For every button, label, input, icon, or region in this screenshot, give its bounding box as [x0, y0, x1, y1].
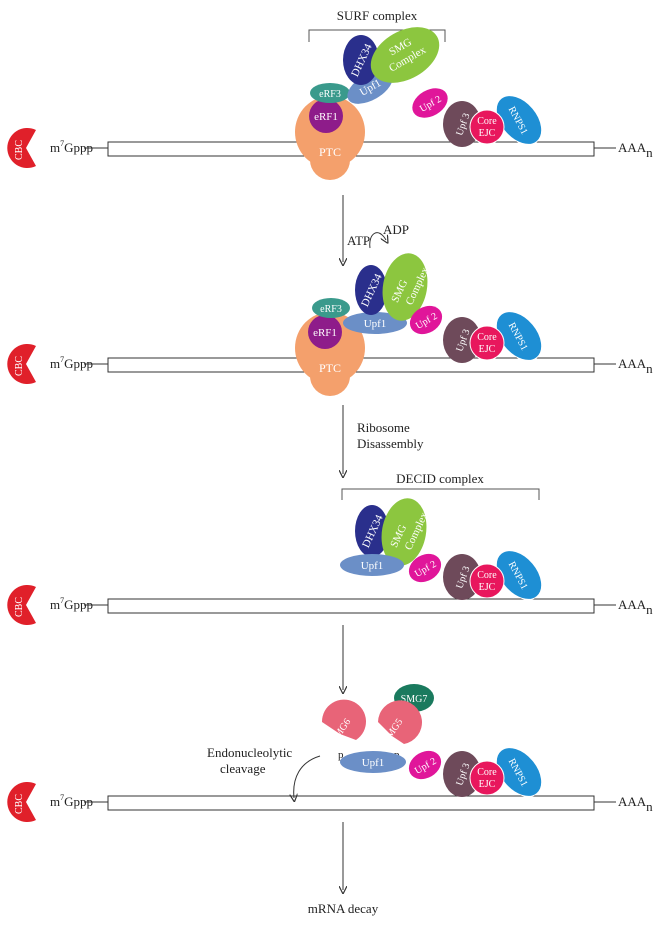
panel-1: SURF complex CBC m7Gppp AAAn PTC eRF1 eR… [7, 8, 653, 180]
svg-text:Upf1: Upf1 [362, 757, 385, 769]
phospho-p-smg6: p [338, 749, 344, 761]
svg-text:Upf1: Upf1 [361, 560, 384, 572]
atp-label: ATP [347, 233, 370, 248]
poly-a-label: AAAn [618, 597, 653, 617]
core-ejc: Core EJC [469, 109, 505, 145]
poly-a-label: AAAn [618, 356, 653, 376]
mgppp-label: m7Gppp [50, 793, 93, 809]
smg6: SMG6 [321, 699, 366, 745]
mrna-strand [107, 598, 595, 614]
svg-text:eRF3: eRF3 [320, 304, 342, 315]
endonucleolytic-label: Endonucleolytic [207, 745, 292, 760]
svg-text:Core: Core [477, 767, 497, 778]
upf2: Upf 2 [408, 750, 442, 780]
smg-complex: SMG Complex [382, 253, 432, 321]
erf3: eRF3 [310, 83, 350, 103]
svg-text:PTC: PTC [319, 145, 341, 159]
mgppp-label: m7Gppp [50, 596, 93, 612]
svg-text:eRF1: eRF1 [313, 327, 337, 339]
svg-text:EJC: EJC [479, 779, 496, 790]
core-ejc: Core EJC [469, 760, 505, 796]
disassembly-label: Disassembly [357, 436, 424, 451]
core-ejc: Core EJC [469, 325, 505, 361]
rnps1: RNPS1 [495, 550, 543, 600]
erf1: eRF1 [309, 99, 343, 133]
svg-text:Core: Core [477, 570, 497, 581]
dhx34: DHX34 [355, 265, 387, 315]
dhx34: DHX34 [343, 35, 379, 85]
smg5: SMG5 [378, 700, 422, 745]
svg-text:CBC: CBC [14, 597, 25, 617]
atp-adp-arrow [369, 232, 386, 249]
mrna-strand [107, 795, 595, 811]
upf2: Upf 2 [412, 88, 448, 118]
svg-text:Core: Core [477, 116, 497, 127]
panel-2: CBC m7Gppp AAAn PTC eRF1 eRF3 Upf1 DHX34 [7, 253, 653, 396]
cbc-cap: CBC [7, 344, 36, 384]
cbc-cap: CBC [7, 782, 36, 823]
upf3: Upf 3 [443, 317, 481, 363]
upf1: Upf1 [343, 312, 407, 334]
rnps1: RNPS1 [495, 747, 543, 797]
cbc-cap: CBC [7, 585, 36, 625]
smg-complex: SMG Complex [370, 27, 440, 83]
surf-label: SURF complex [337, 8, 418, 23]
cleavage-arrow [294, 755, 321, 798]
panel-4: CBC m7Gppp AAAn SMG6 p SMG7 SMG5 p Upf1 [7, 684, 653, 823]
svg-text:SMG7: SMG7 [401, 694, 428, 705]
svg-text:EJC: EJC [479, 128, 496, 139]
adp-label: ADP [383, 222, 409, 237]
poly-a-label: AAAn [618, 794, 653, 814]
svg-text:PTC: PTC [319, 361, 341, 375]
dhx34: DHX34 [355, 505, 389, 557]
mgppp-label: m7Gppp [50, 355, 93, 371]
upf1: Upf1 [340, 554, 404, 576]
cleavage-label: cleavage [220, 761, 266, 776]
core-ejc: Core EJC [469, 563, 505, 599]
mgppp-label: m7Gppp [50, 139, 93, 155]
svg-text:Upf1: Upf1 [364, 318, 387, 330]
rnps1: RNPS1 [495, 311, 543, 361]
cbc-cap: CBC [7, 128, 36, 168]
svg-text:CBC: CBC [14, 140, 25, 160]
ribosome-label: Ribosome [357, 420, 410, 435]
rnps1: RNPS1 [495, 95, 543, 145]
panel-3: DECID complex CBC m7Gppp AAAn DHX34 SMG … [7, 471, 653, 625]
svg-text:eRF3: eRF3 [319, 89, 341, 100]
mrna-decay-label: mRNA decay [308, 901, 379, 916]
poly-a-label: AAAn [618, 140, 653, 160]
svg-text:EJC: EJC [479, 344, 496, 355]
upf1: Upf1 [340, 751, 406, 773]
erf1: eRF1 [308, 315, 342, 349]
svg-text:CBC: CBC [14, 794, 25, 814]
decid-bracket [341, 488, 540, 500]
svg-text:Core: Core [477, 332, 497, 343]
surf-bracket [308, 29, 446, 42]
svg-text:EJC: EJC [479, 582, 496, 593]
upf2: Upf 2 [408, 553, 442, 583]
svg-text:eRF1: eRF1 [314, 111, 338, 123]
decid-label: DECID complex [396, 471, 484, 486]
smg-complex: SMG Complex [381, 498, 431, 566]
upf2: Upf 2 [409, 305, 443, 335]
erf3: eRF3 [312, 298, 350, 318]
svg-text:CBC: CBC [14, 356, 25, 376]
upf3: Upf 3 [443, 101, 481, 147]
